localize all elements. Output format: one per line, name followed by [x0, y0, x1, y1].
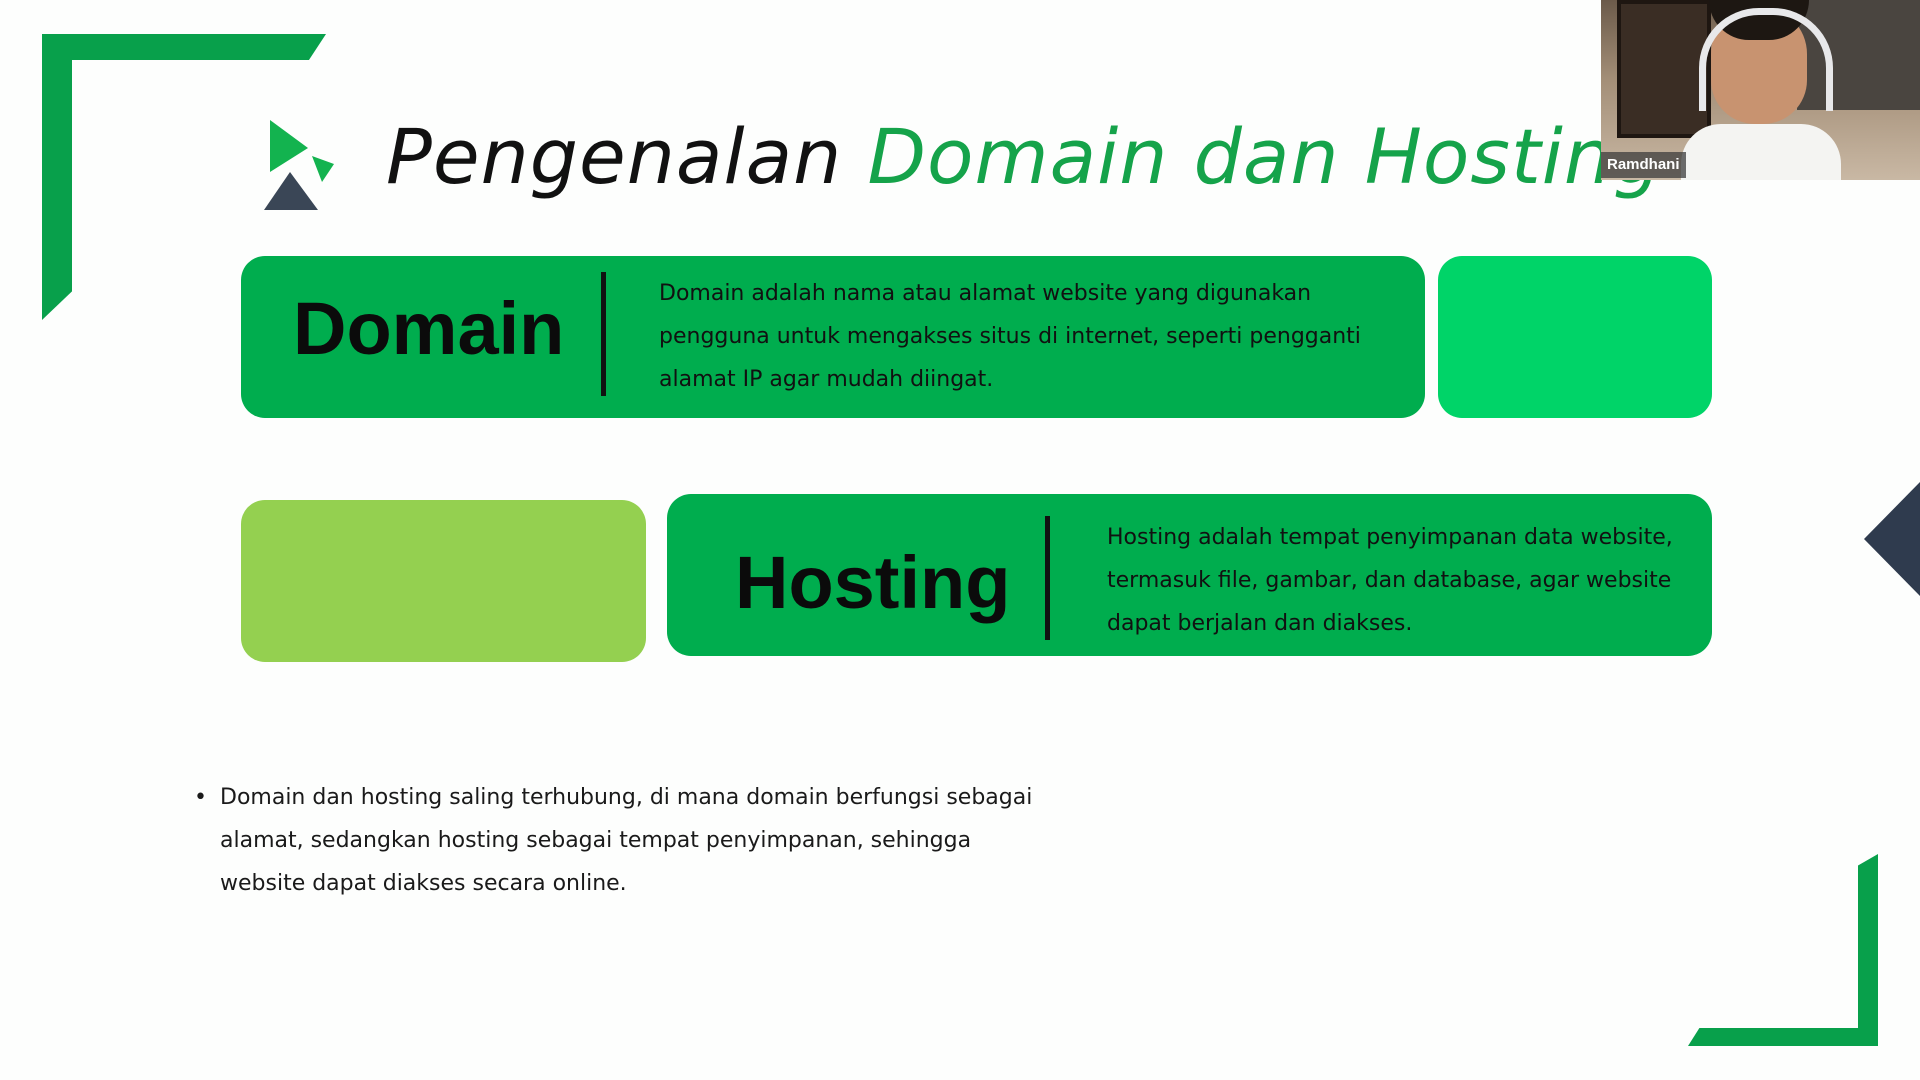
bullet-item: • Domain dan hosting saling terhubung, d… — [194, 776, 1034, 905]
hosting-card-divider — [1045, 516, 1050, 640]
title-main-text: Pengenalan — [386, 112, 843, 201]
decorative-lime-card — [241, 500, 646, 662]
bullet-marker: • — [194, 785, 207, 810]
webcam-tile[interactable]: Ramdhani — [1601, 0, 1920, 180]
hosting-card: Hosting Hosting adalah tempat penyimpana… — [667, 494, 1712, 656]
domain-card-description: Domain adalah nama atau alamat website y… — [659, 281, 1361, 392]
bullet-list: • Domain dan hosting saling terhubung, d… — [194, 776, 1034, 905]
edge-triangle-decoration — [1864, 482, 1920, 596]
domain-card-divider — [601, 272, 606, 396]
domain-card-label: Domain — [293, 287, 565, 370]
hosting-card-label: Hosting — [735, 541, 1011, 624]
domain-card: Domain Domain adalah nama atau alamat we… — [241, 256, 1425, 418]
webcam-participant-shirt — [1681, 124, 1841, 180]
corner-frame-bottom-right-horizontal — [1688, 1028, 1878, 1046]
webcam-participant-name: Ramdhani — [1601, 152, 1686, 178]
corner-frame-top-left-vertical — [42, 34, 72, 320]
headset-icon — [1699, 8, 1833, 111]
title-accent-text: Domain dan Hosting — [867, 112, 1663, 201]
bullet-text: Domain dan hosting saling terhubung, di … — [220, 785, 1033, 896]
slide-title: Pengenalan Domain dan Hosting — [386, 112, 1662, 201]
play-triangle-logo-icon — [264, 120, 334, 210]
corner-frame-bottom-right-vertical — [1858, 854, 1878, 1046]
corner-frame-top-left-horizontal — [42, 34, 326, 60]
hosting-card-description: Hosting adalah tempat penyimpanan data w… — [1107, 525, 1673, 636]
webcam-background-window — [1617, 0, 1711, 138]
decorative-green-card — [1438, 256, 1712, 418]
